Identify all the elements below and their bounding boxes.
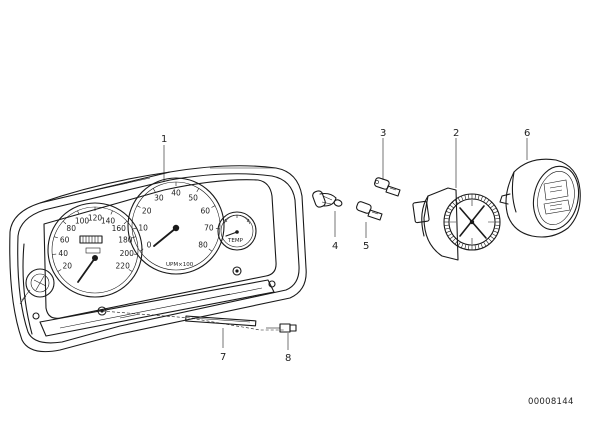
clock-bezel-knurl (495, 225, 500, 226)
callout-5: 5 (363, 241, 369, 252)
clock (413, 188, 500, 260)
clock-bezel-knurl (450, 236, 454, 239)
clock-bezel-knurl (458, 198, 461, 202)
clock-bezel-knurl (475, 245, 476, 250)
clock-bezel-knurl (445, 228, 450, 229)
clock-bezel-knurl (492, 208, 496, 211)
tachometer-label: 80 (198, 240, 208, 249)
speedometer-tick (54, 237, 58, 238)
gauge-housing (500, 159, 584, 237)
speedometer-label: 60 (60, 236, 70, 245)
clock-bezel-knurl (493, 231, 498, 233)
clock-bezel-knurl (475, 194, 476, 199)
speedometer-label: 80 (66, 224, 76, 233)
tachometer-tick (153, 188, 155, 191)
bulb-part-4 (312, 190, 343, 208)
speedometer-label: 200 (120, 249, 135, 258)
clock-bezel-knurl (488, 202, 492, 206)
tachometer-label: 10 (138, 224, 148, 233)
bulb-part-5 (356, 201, 382, 220)
clock-bezel-knurl (468, 245, 469, 250)
tachometer-unit: UPM×100 (166, 262, 194, 268)
speedometer-tick (132, 237, 136, 238)
connector (266, 324, 296, 332)
tachometer-tick (197, 188, 199, 191)
tachometer-tick (209, 249, 212, 251)
bulb-part-3 (374, 177, 400, 196)
speedometer-label: 160 (112, 224, 127, 233)
callout-6: 6 (524, 128, 530, 139)
tachometer-tick (137, 206, 141, 208)
clock-bezel-knurl (458, 242, 461, 246)
clock-bezel-knurl (481, 243, 483, 248)
clock-bezel-knurl (481, 196, 483, 201)
clock-bezel-knurl (446, 231, 451, 233)
clock-bezel-knurl (495, 218, 500, 219)
tachometer-label: 40 (171, 189, 181, 198)
speedometer-tick (63, 221, 66, 224)
tachometer-label: 50 (188, 193, 198, 202)
clock-bezel-knurl (486, 240, 489, 244)
clock-bezel-knurl (492, 234, 496, 237)
callout-3: 3 (380, 128, 386, 139)
clock-bezel-knurl (450, 205, 454, 208)
left-auxiliary-gauge (31, 274, 49, 292)
clock-bezel-knurl (478, 195, 479, 200)
tachometer-label: 60 (201, 206, 211, 215)
callout-8: 8 (285, 353, 291, 364)
callout-7: 7 (220, 352, 226, 363)
clock-bezel-knurl (478, 244, 479, 249)
callout-4: 4 (332, 241, 338, 252)
clock-bezel-knurl (444, 218, 449, 219)
clock-bezel-knurl (484, 242, 487, 246)
clock-bezel-knurl (494, 215, 499, 216)
clock-bezel-knurl (465, 195, 466, 200)
speedometer-label: 220 (116, 262, 131, 271)
speedometer-label: 40 (58, 249, 68, 258)
clock-bezel-knurl (461, 196, 463, 201)
clock-bezel-knurl (444, 225, 449, 226)
clock-bezel-knurl (493, 211, 498, 213)
callout-2: 2 (453, 128, 459, 139)
speedometer-tick (111, 211, 113, 215)
temp-label: TEMP (227, 238, 244, 244)
clock-bezel-knurl (488, 238, 492, 242)
tachometer-label: 20 (142, 206, 152, 215)
tachometer-label: 30 (154, 193, 164, 202)
clock-bezel-knurl (465, 244, 466, 249)
clock-bezel-knurl (445, 215, 450, 216)
clock-bezel-knurl (452, 238, 456, 242)
clock-bezel-knurl (452, 202, 456, 206)
clock-bezel-knurl (486, 200, 489, 204)
speedometer-tick (129, 270, 132, 272)
callout-1: 1 (161, 134, 167, 145)
tachometer-label: 70 (204, 224, 214, 233)
clock-bezel-knurl (468, 194, 469, 199)
clock-bezel-knurl (446, 211, 451, 213)
clock-bezel-knurl (484, 198, 487, 202)
tachometer-tick (212, 206, 216, 208)
clock-bezel-knurl (490, 236, 494, 239)
speedometer-tick (58, 270, 61, 272)
clock-bezel-knurl (490, 205, 494, 208)
clock-bezel-knurl (448, 234, 452, 237)
clock-bezel-knurl (461, 243, 463, 248)
clock-bezel-knurl (494, 228, 499, 229)
clock-bezel-knurl (448, 208, 452, 211)
drawing-number: 00008144 (528, 397, 574, 407)
speedometer-cable (102, 311, 284, 330)
tachometer-label: 0 (147, 240, 152, 249)
speedometer-label: 20 (63, 262, 73, 271)
